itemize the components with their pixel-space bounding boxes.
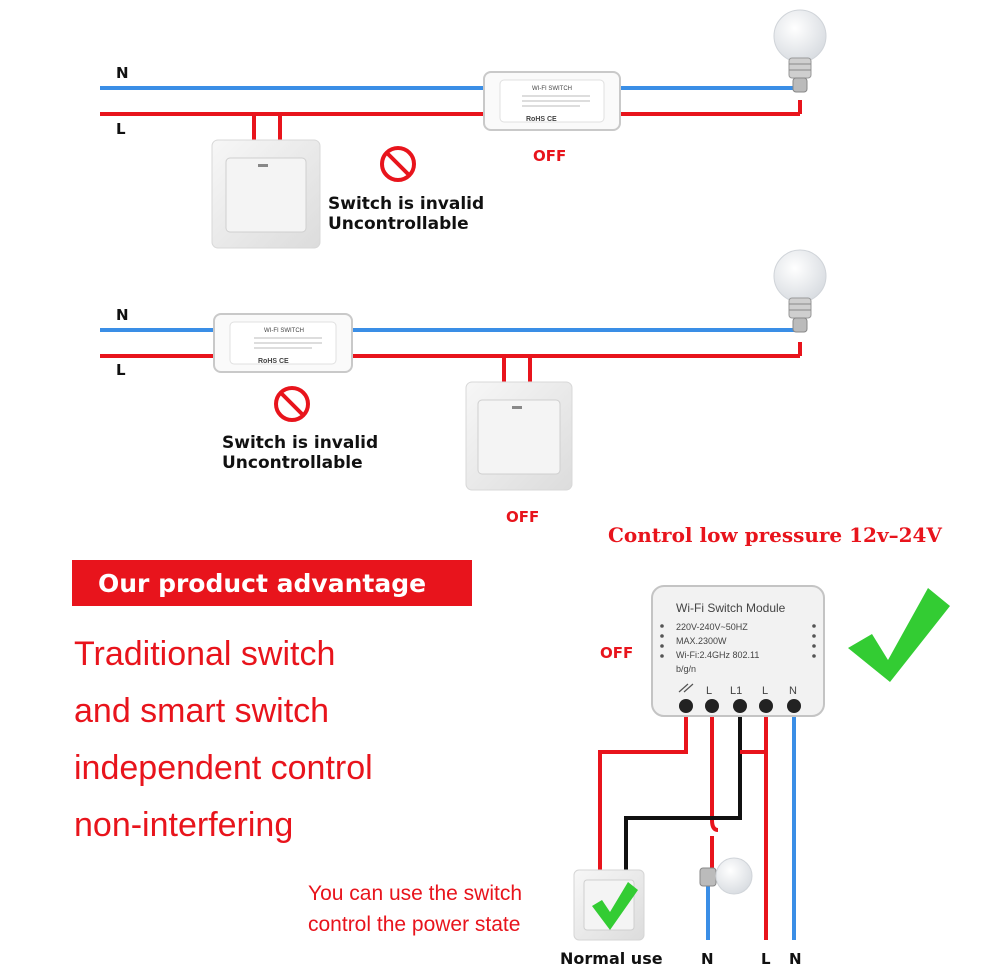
banner-text: Our product advantage — [98, 569, 426, 598]
diagram-1: N L WI-FI SWITCH RoHS CE OFF — [100, 9, 827, 249]
wire-label: N — [789, 950, 802, 968]
terminal-label: L — [706, 685, 712, 697]
terminal-label: N — [789, 685, 797, 697]
normal-use-label: Normal use — [560, 949, 663, 968]
normal-switch — [573, 869, 645, 941]
advantage-line: non-interfering — [74, 806, 293, 844]
low-voltage-heading: Control low pressure 12v–24V — [608, 523, 942, 547]
state-label: OFF — [533, 147, 566, 165]
light-bulb-icon — [773, 9, 827, 93]
wifi-module: WI-FI SWITCH RoHS CE — [213, 313, 353, 373]
module-spec: MAX.2300W — [676, 636, 727, 646]
module-state-label: OFF — [600, 644, 633, 662]
wifi-switch-module: Wi-Fi Switch Module 220V-240V~50HZ MAX.2… — [651, 585, 825, 717]
check-mark-icon — [848, 588, 950, 682]
state-label: OFF — [506, 508, 539, 526]
advantage-banner: Our product advantage — [72, 560, 472, 606]
invalid-text-1: Switch is invalid — [328, 194, 484, 214]
terminal-label: L — [762, 685, 768, 697]
module-label: WI-FI SWITCH — [264, 328, 304, 334]
live-label: L — [116, 120, 126, 138]
terminal-label: L1 — [730, 685, 742, 697]
wall-switch — [211, 139, 321, 249]
module-label: WI-FI SWITCH — [532, 86, 572, 92]
wall-switch — [465, 381, 573, 491]
invalid-text-2: Uncontrollable — [222, 453, 363, 473]
invalid-text-2: Uncontrollable — [328, 214, 469, 234]
module-wiring — [598, 712, 796, 940]
prohibited-icon — [274, 386, 310, 422]
switch-symbol-icon — [678, 683, 694, 693]
advantage-line: Traditional switch — [74, 635, 335, 673]
module-title: Wi-Fi Switch Module — [676, 601, 786, 615]
advantage-line: independent control — [74, 749, 373, 787]
neutral-label: N — [116, 306, 129, 324]
neutral-label: N — [116, 64, 129, 82]
live-label: L — [116, 361, 126, 379]
advantage-list: Traditional switch and smart switch inde… — [74, 635, 373, 844]
wifi-module: WI-FI SWITCH RoHS CE — [483, 71, 621, 131]
small-check-icon — [592, 882, 638, 930]
prohibited-icon — [380, 146, 416, 182]
module-marks: RoHS CE — [258, 358, 289, 365]
small-bulb-icon — [699, 857, 753, 895]
module-marks: RoHS CE — [526, 116, 557, 123]
invalid-text-1: Switch is invalid — [222, 433, 378, 453]
advantage-line: and smart switch — [74, 692, 329, 730]
module-spec: b/g/n — [676, 664, 696, 674]
wire-label: L — [761, 950, 771, 968]
diagram-2: N L WI-FI SWITCH RoHS CE OFF — [100, 249, 827, 526]
note-line-2: control the power state — [308, 913, 520, 936]
module-spec: Wi-Fi:2.4GHz 802.11 — [676, 650, 759, 660]
module-spec: 220V-240V~50HZ — [676, 622, 748, 632]
light-bulb-icon — [773, 249, 827, 333]
note-line-1: You can use the switch — [308, 882, 522, 905]
wire-label: N — [701, 950, 714, 968]
